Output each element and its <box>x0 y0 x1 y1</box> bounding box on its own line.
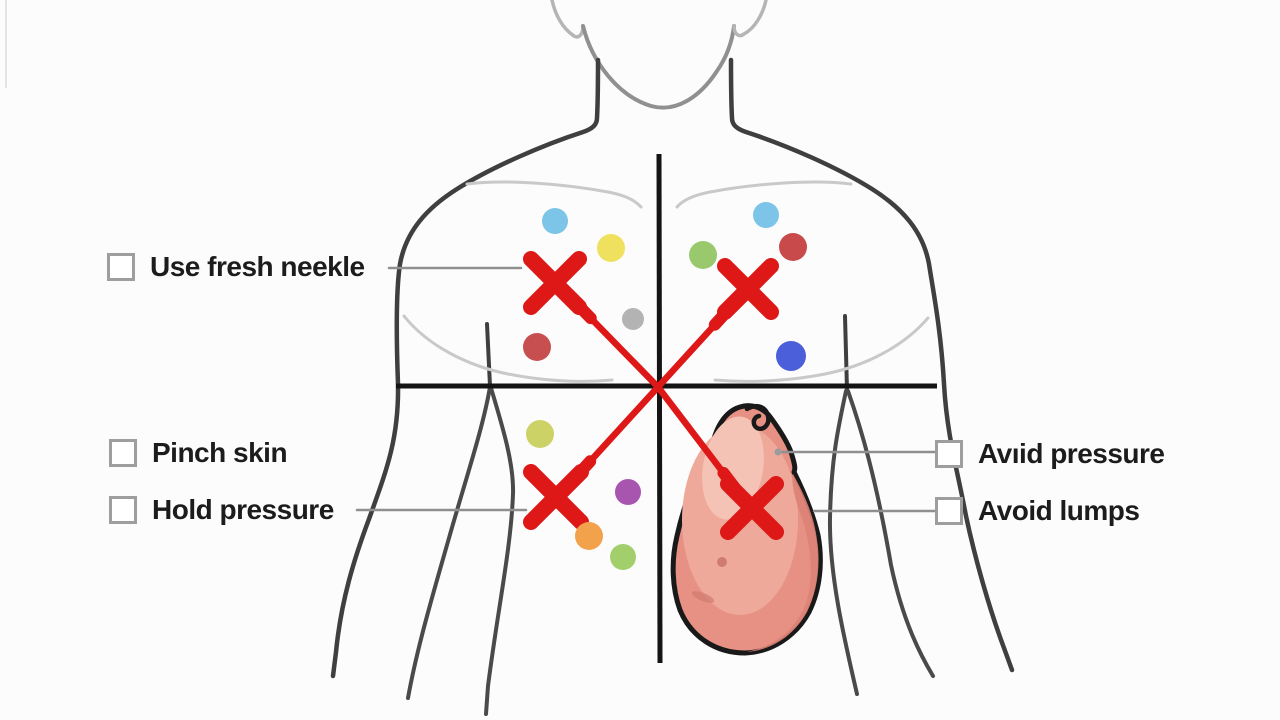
x-mark-stroke <box>523 464 589 530</box>
checklist-label: Use fresh neekle <box>150 251 365 282</box>
checklist-label: Avoid lumps <box>978 495 1140 526</box>
checklist-item-use-fresh-needle: Use fresh neekle <box>107 253 365 281</box>
underpec-right <box>713 316 930 383</box>
injection-dot <box>753 202 779 228</box>
cross-vertical-line <box>656 153 663 664</box>
injection-dot <box>689 241 717 269</box>
injection-dot <box>542 208 568 234</box>
right-torso-side <box>827 389 859 696</box>
checklist-item-avoid-lumps: Avoid lumps <box>935 495 1140 526</box>
checkbox-avoid-pressure[interactable] <box>935 440 963 468</box>
injection-dot <box>610 544 636 570</box>
x-mark <box>717 258 779 320</box>
injection-marks-layer <box>523 251 784 540</box>
checklist-item-hold-pressure: Hold pressure <box>109 496 334 524</box>
checklist-label: Hold pressure <box>152 494 334 525</box>
injection-dot <box>615 479 641 505</box>
checkbox-hold-pressure[interactable] <box>109 496 137 524</box>
body-outline <box>330 0 1015 716</box>
underpec-left <box>402 314 614 383</box>
jaw-outline <box>581 24 736 110</box>
organ-curl <box>744 403 771 431</box>
organ-dash <box>691 591 715 603</box>
checkbox-use-fresh-needle[interactable] <box>107 253 135 281</box>
organ-spot <box>717 557 727 567</box>
edge-artifact <box>5 0 7 88</box>
head-right-outline <box>742 0 768 36</box>
checkbox-pinch-skin[interactable] <box>109 439 137 467</box>
checklist-item-avoid-pressure: Avıid pressure <box>935 438 1165 469</box>
injection-dot <box>526 420 554 448</box>
right-shoulder-arm <box>728 57 1015 673</box>
collarbone-left <box>465 180 643 209</box>
left-torso-side <box>484 386 516 716</box>
injection-dot <box>776 341 806 371</box>
x-mark <box>523 464 589 530</box>
leader-avoid-pressure-endpoint <box>774 448 782 456</box>
checkbox-avoid-lumps[interactable] <box>935 497 963 525</box>
head-left-outline <box>550 0 576 38</box>
leader-lines <box>355 266 938 513</box>
injection-dot <box>622 308 644 330</box>
x-mark-stroke <box>523 251 587 315</box>
left-armpit-line <box>485 322 492 388</box>
x-mark <box>720 476 784 540</box>
left-inner-arm <box>406 385 492 700</box>
right-armpit-line <box>843 314 849 392</box>
injection-dot <box>779 233 807 261</box>
left-shoulder-arm <box>330 57 601 679</box>
injection-dot <box>523 333 551 361</box>
injection-dot <box>575 522 603 550</box>
checklist-label: Avıid pressure <box>978 438 1165 469</box>
injection-dot <box>597 234 625 262</box>
x-mark-stroke <box>717 258 779 320</box>
quadrant-cross <box>396 153 937 664</box>
collarbone-right <box>675 180 853 209</box>
checklist-item-pinch-skin: Pinch skin <box>109 437 288 468</box>
injection-dots-layer <box>523 202 807 570</box>
x-mark <box>523 251 587 315</box>
x-mark-stroke <box>720 476 784 540</box>
lump-organ <box>670 403 823 656</box>
right-inner-arm <box>846 389 935 678</box>
checklist-label: Pinch skin <box>152 437 288 468</box>
